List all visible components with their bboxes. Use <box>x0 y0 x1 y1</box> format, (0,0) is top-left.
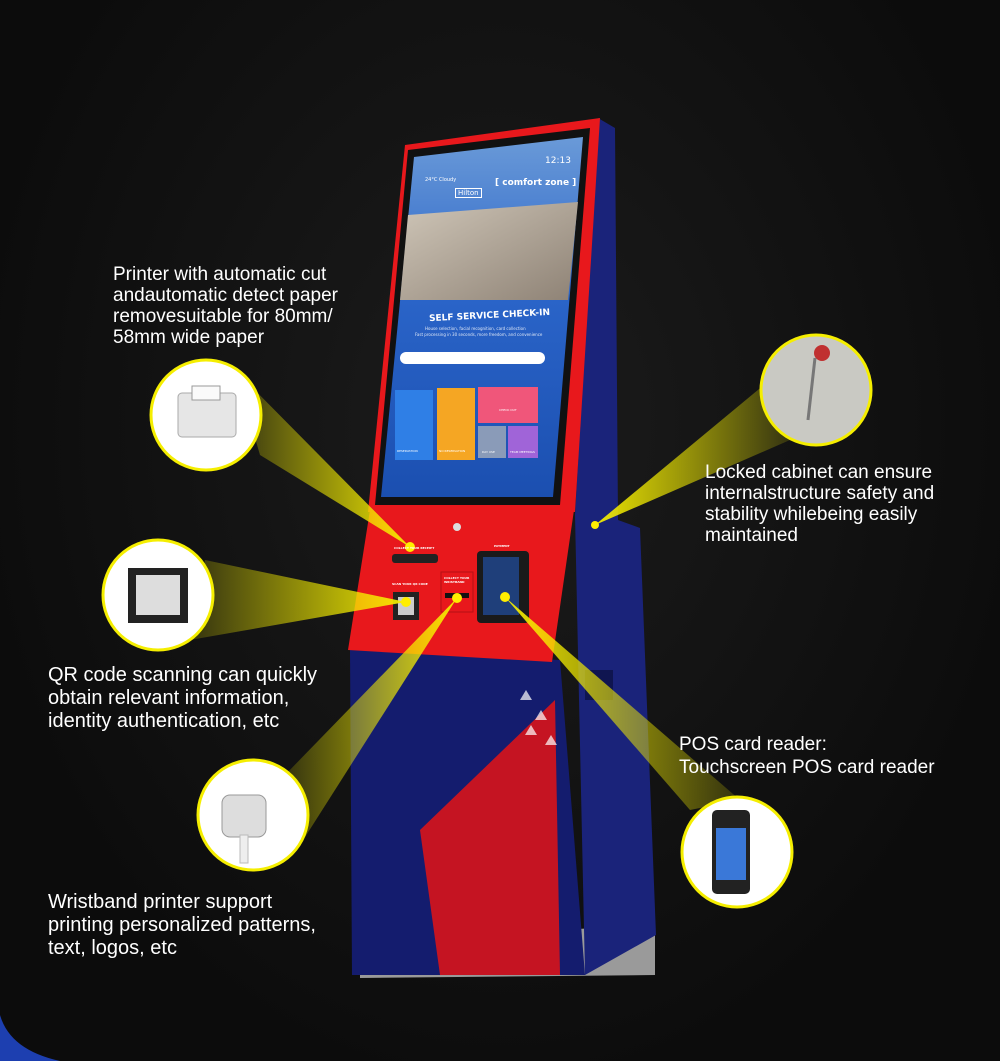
wristband-caption: Wristband printer support printing perso… <box>48 891 316 960</box>
screen-subtitle-1: House selection, facial recognition, car… <box>425 326 526 331</box>
red-triangle-pattern <box>420 700 560 975</box>
caption-line: Locked cabinet can ensure <box>705 462 933 483</box>
caption-line: maintained <box>705 525 798 546</box>
weather: 24°C Cloudy <box>425 177 457 183</box>
kiosk-side-panel <box>575 118 656 975</box>
beam-pos <box>505 597 740 810</box>
pos-caption: POS card reader: Touchscreen POS card re… <box>679 733 935 779</box>
tile-reservation <box>395 390 433 460</box>
pos-device-icon <box>712 810 750 894</box>
beam-lock <box>595 380 790 525</box>
hilton-logo: Hilton <box>455 188 482 198</box>
search-bar <box>400 352 545 364</box>
caption-line: removesuitable for 80mm/ <box>113 306 333 327</box>
tile-day-use-label[interactable]: DAY USE <box>482 450 495 454</box>
caption-line: identity authentication, etc <box>48 710 280 732</box>
key-icon <box>806 345 830 421</box>
caption-line: internalstructure safety and <box>705 483 935 504</box>
caption-line: printing personalized patterns, <box>48 914 316 936</box>
wristband-slot <box>440 571 474 613</box>
caption-line: text, logos, etc <box>48 937 177 959</box>
tile-day-use <box>478 426 506 458</box>
caption-line: Printer with automatic cut <box>113 264 327 285</box>
kiosk-control-panel <box>348 510 574 662</box>
screen-subtitle-2: Fast processing in 30 seconds, more free… <box>415 332 543 337</box>
caption-line: stability whilebeing easily <box>705 504 918 525</box>
caption-line: POS card reader: <box>679 734 827 755</box>
wristband-label: COLLECT YOUR WRISTBAND <box>444 576 470 584</box>
caption-line: andautomatic detect paper <box>113 285 338 306</box>
printer-icon <box>177 385 237 438</box>
beam-wristband <box>285 598 457 845</box>
tile-reservation-label[interactable]: RESERVATION <box>397 449 418 453</box>
qr-caption: QR code scanning can quickly obtain rele… <box>48 664 317 733</box>
clock: 12:13 <box>545 156 571 166</box>
caption-line: 58mm wide paper <box>113 327 265 348</box>
tile-team-label[interactable]: TEAM MEETINGS <box>510 450 535 454</box>
hotel-room-photo <box>400 202 578 300</box>
caption-line: Wristband printer support <box>48 891 273 913</box>
camera <box>453 523 461 531</box>
caption-line: Touchscreen POS card reader <box>679 757 935 778</box>
beam-qr <box>190 560 406 640</box>
caption-line: obtain relevant information, <box>48 687 290 709</box>
lock-callout <box>759 333 873 447</box>
partner-logo: [ comfort zone ] <box>495 178 577 188</box>
beam-printer <box>235 370 410 547</box>
printer-caption: Printer with automatic cut andautomatic … <box>113 264 338 348</box>
payment-label: PAYMENT <box>494 544 510 548</box>
lock-caption: Locked cabinet can ensure internalstruct… <box>705 462 934 546</box>
tile-no-reservation <box>437 388 475 460</box>
corner-accent <box>0 1015 60 1061</box>
qr-scanner-icon <box>128 568 188 623</box>
tile-checkout <box>478 387 538 423</box>
receipt-label: COLLECT YOUR RECEIPT <box>394 546 435 550</box>
tile-no-reservation-label[interactable]: NO RESERVATION <box>439 449 466 453</box>
receipt-slot <box>392 554 438 563</box>
tile-checkout-label[interactable]: CHECK OUT <box>499 408 517 412</box>
caption-line: QR code scanning can quickly <box>48 664 318 686</box>
wristband-printer-icon <box>221 794 267 864</box>
qr-label: SCAN YOUR QR CODE <box>392 582 428 586</box>
tile-team <box>508 426 538 458</box>
